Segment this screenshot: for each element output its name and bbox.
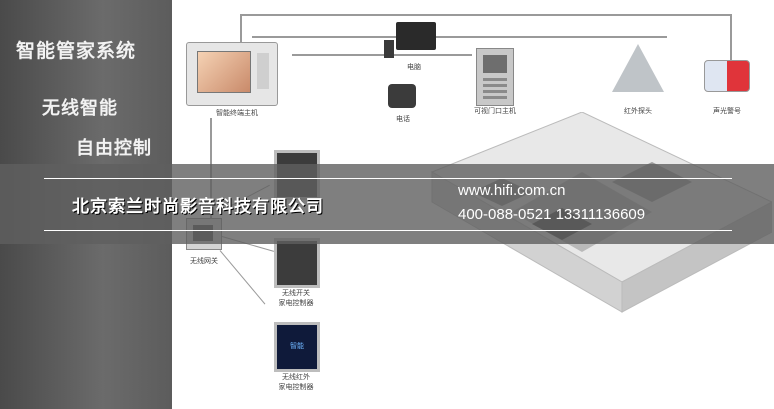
computer-tower [384, 40, 394, 58]
switch-label-2: 家电控制器 [278, 299, 314, 307]
system-title: 智能管家系统 [16, 40, 137, 62]
banner-rule-bottom [44, 230, 732, 231]
floorplan-illustration [430, 112, 772, 313]
gateway-label: 无线网关 [190, 257, 218, 265]
door-station [476, 48, 514, 106]
screen-image [197, 51, 251, 93]
wire-mid [252, 36, 667, 38]
phone-numbers: 400-088-0521 13311136609 [458, 206, 646, 223]
ir-label-2: 家电控制器 [278, 383, 314, 391]
switch-panel-2 [274, 238, 320, 288]
banner-rule-top [44, 178, 732, 179]
main-terminal-device [186, 42, 278, 106]
website-link[interactable]: www.hifi.com.cn [458, 182, 566, 199]
phone-label: 电话 [396, 115, 410, 123]
computer-monitor [396, 22, 436, 50]
alarm-siren [704, 60, 750, 92]
phone-device [388, 84, 416, 108]
subtitle-free-control: 自由控制 [76, 138, 152, 159]
arrow-3 [219, 250, 266, 305]
computer-label: 电脑 [407, 63, 421, 71]
subtitle-wireless: 无线智能 [42, 98, 118, 119]
ir-sensor-icon [612, 44, 664, 92]
alarm-label: 声光警号 [713, 107, 741, 115]
wire-top [240, 14, 730, 16]
door-unit-label: 可视门口主机 [474, 107, 516, 115]
company-name: 北京索兰时尚影音科技有限公司 [72, 197, 324, 217]
remote-text: 智能 [290, 342, 304, 350]
ir-label-1: 无线红外 [282, 373, 310, 381]
ir-sensor-label: 红外探头 [624, 107, 652, 115]
wire-to-computer [292, 54, 472, 56]
switch-label-1: 无线开关 [282, 289, 310, 297]
ir-controller: 智能 [274, 322, 320, 372]
wire-left-drop [240, 14, 242, 44]
main-unit-label: 智能终端主机 [216, 109, 258, 117]
wire-right-drop [730, 14, 732, 64]
